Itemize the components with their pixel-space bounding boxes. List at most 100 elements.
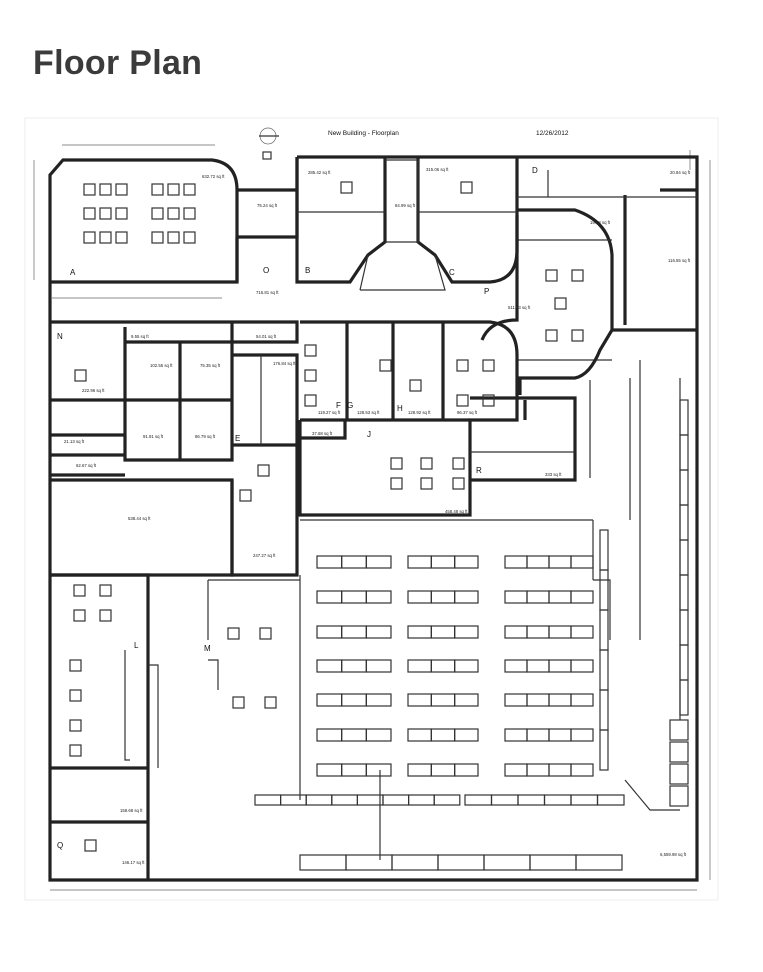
- area-e-low: 247.27 sq ft: [253, 553, 276, 558]
- desk-with-chair: [571, 269, 584, 282]
- desk-with-chair: [183, 207, 196, 220]
- desk-with-chair: [227, 627, 240, 640]
- area-p-nook: 19.98 sq ft: [590, 220, 611, 225]
- desk-with-chair: [390, 457, 403, 470]
- area-bc-mid: 84.99 sq ft: [395, 203, 416, 208]
- workstations: [69, 181, 584, 852]
- area-j: 458.48 sq ft: [445, 509, 468, 514]
- shelf-unit: [365, 659, 392, 673]
- shelf-unit: [570, 659, 594, 673]
- shelf-unit: [454, 625, 479, 639]
- area-91: 91.91 sq ft: [143, 434, 164, 439]
- area-37: 37.68 sq ft: [312, 431, 333, 436]
- desk-with-chair: [151, 231, 164, 244]
- shelf-unit: [454, 728, 479, 742]
- desk-with-chair: [84, 839, 97, 852]
- column-marker: [262, 151, 272, 160]
- desk-with-chair: [167, 231, 180, 244]
- walls: [48, 155, 699, 882]
- desk-with-chair: [460, 181, 473, 194]
- room-label-j: J: [367, 430, 371, 439]
- area-158: 158.68 sq ft: [120, 808, 143, 813]
- desk-with-chair: [99, 609, 112, 622]
- room-label-n: N: [57, 332, 63, 341]
- room-label-q: Q: [57, 841, 63, 850]
- desk-with-chair: [167, 183, 180, 196]
- plan-sheet: [24, 117, 719, 901]
- room-label-g: G: [347, 401, 353, 410]
- room-label-c: C: [449, 268, 455, 277]
- shelf-unit: [570, 728, 594, 742]
- shelf-unit: [599, 729, 609, 771]
- shelving-units: [254, 399, 689, 871]
- shelf-unit: [454, 659, 479, 673]
- plan-header-date: 12/26/2012: [536, 130, 569, 137]
- dimension-lines: [33, 144, 711, 891]
- room-label-f: F: [336, 401, 341, 410]
- shelf-unit: [454, 555, 479, 569]
- room-label-r: R: [476, 466, 482, 475]
- area-hall: 75.24 sq ft: [257, 203, 278, 208]
- desk-with-chair: [115, 207, 128, 220]
- shelf-unit: [570, 590, 594, 604]
- desk-with-chair: [554, 297, 567, 310]
- shelf-unit: [454, 763, 479, 777]
- room-label-b: B: [305, 266, 310, 275]
- desk-with-chair: [151, 183, 164, 196]
- desk-with-chair: [545, 329, 558, 342]
- area-annotations: 632.72 sq ft 75.24 sq ft 285.42 sq ft 31…: [64, 167, 691, 865]
- desk-with-chair: [83, 207, 96, 220]
- desk-with-chair: [482, 359, 495, 372]
- room-label-m: M: [204, 644, 211, 653]
- desk-with-chair: [456, 394, 469, 407]
- area-f: 119.27 sq ft: [318, 410, 341, 415]
- area-c: 315.06 sq ft: [426, 167, 449, 172]
- desk-with-chair: [257, 464, 270, 477]
- shelf-unit: [365, 693, 392, 707]
- desk-with-chair: [409, 379, 422, 392]
- desk-with-chair: [167, 207, 180, 220]
- area-62: 62.67 sq ft: [76, 463, 97, 468]
- area-n-closet: 9.55 sq ft: [131, 334, 149, 339]
- desk-with-chair: [83, 183, 96, 196]
- page-title: Floor Plan: [33, 44, 203, 82]
- desk-with-chair: [545, 269, 558, 282]
- area-a: 632.72 sq ft: [202, 174, 225, 179]
- rack-unit: [669, 785, 689, 807]
- desk-with-chair: [151, 207, 164, 220]
- shelf-unit: [454, 693, 479, 707]
- desk-with-chair: [83, 231, 96, 244]
- shelf-unit: [570, 693, 594, 707]
- shelf-unit: [679, 679, 689, 716]
- desk-with-chair: [379, 359, 392, 372]
- desk-with-chair: [183, 231, 196, 244]
- area-86: 86.79 sq ft: [195, 434, 216, 439]
- area-p: 511.53 sq ft: [508, 305, 531, 310]
- shelf-unit: [365, 728, 392, 742]
- area-o: 716.81 sq ft: [256, 290, 279, 295]
- shelf-unit: [365, 625, 392, 639]
- desk-with-chair: [183, 183, 196, 196]
- area-g: 128.53 sq ft: [357, 410, 380, 415]
- room-labels: A B C D E F G H J L M N O P Q R: [57, 166, 538, 850]
- shelf-unit: [570, 555, 594, 569]
- area-d-corner: 20.84 sq ft: [670, 170, 691, 175]
- desk-with-chair: [340, 181, 353, 194]
- area-102: 102.55 sq ft: [150, 363, 173, 368]
- room-label-l: L: [134, 641, 139, 650]
- desk-with-chair: [69, 744, 82, 757]
- desk-with-chair: [69, 659, 82, 672]
- area-q: 146.17 sq ft: [122, 860, 145, 865]
- desk-with-chair: [239, 489, 252, 502]
- desk-with-chair: [452, 457, 465, 470]
- shelf-unit: [570, 763, 594, 777]
- room-label-h: H: [397, 404, 403, 413]
- shelf-unit: [365, 555, 392, 569]
- area-21: 21.13 sq ft: [64, 439, 85, 444]
- rack-unit: [669, 719, 689, 741]
- desk-with-chair: [304, 344, 317, 357]
- desk-with-chair: [390, 477, 403, 490]
- shelf-unit: [365, 590, 392, 604]
- shelf-unit: [433, 794, 461, 806]
